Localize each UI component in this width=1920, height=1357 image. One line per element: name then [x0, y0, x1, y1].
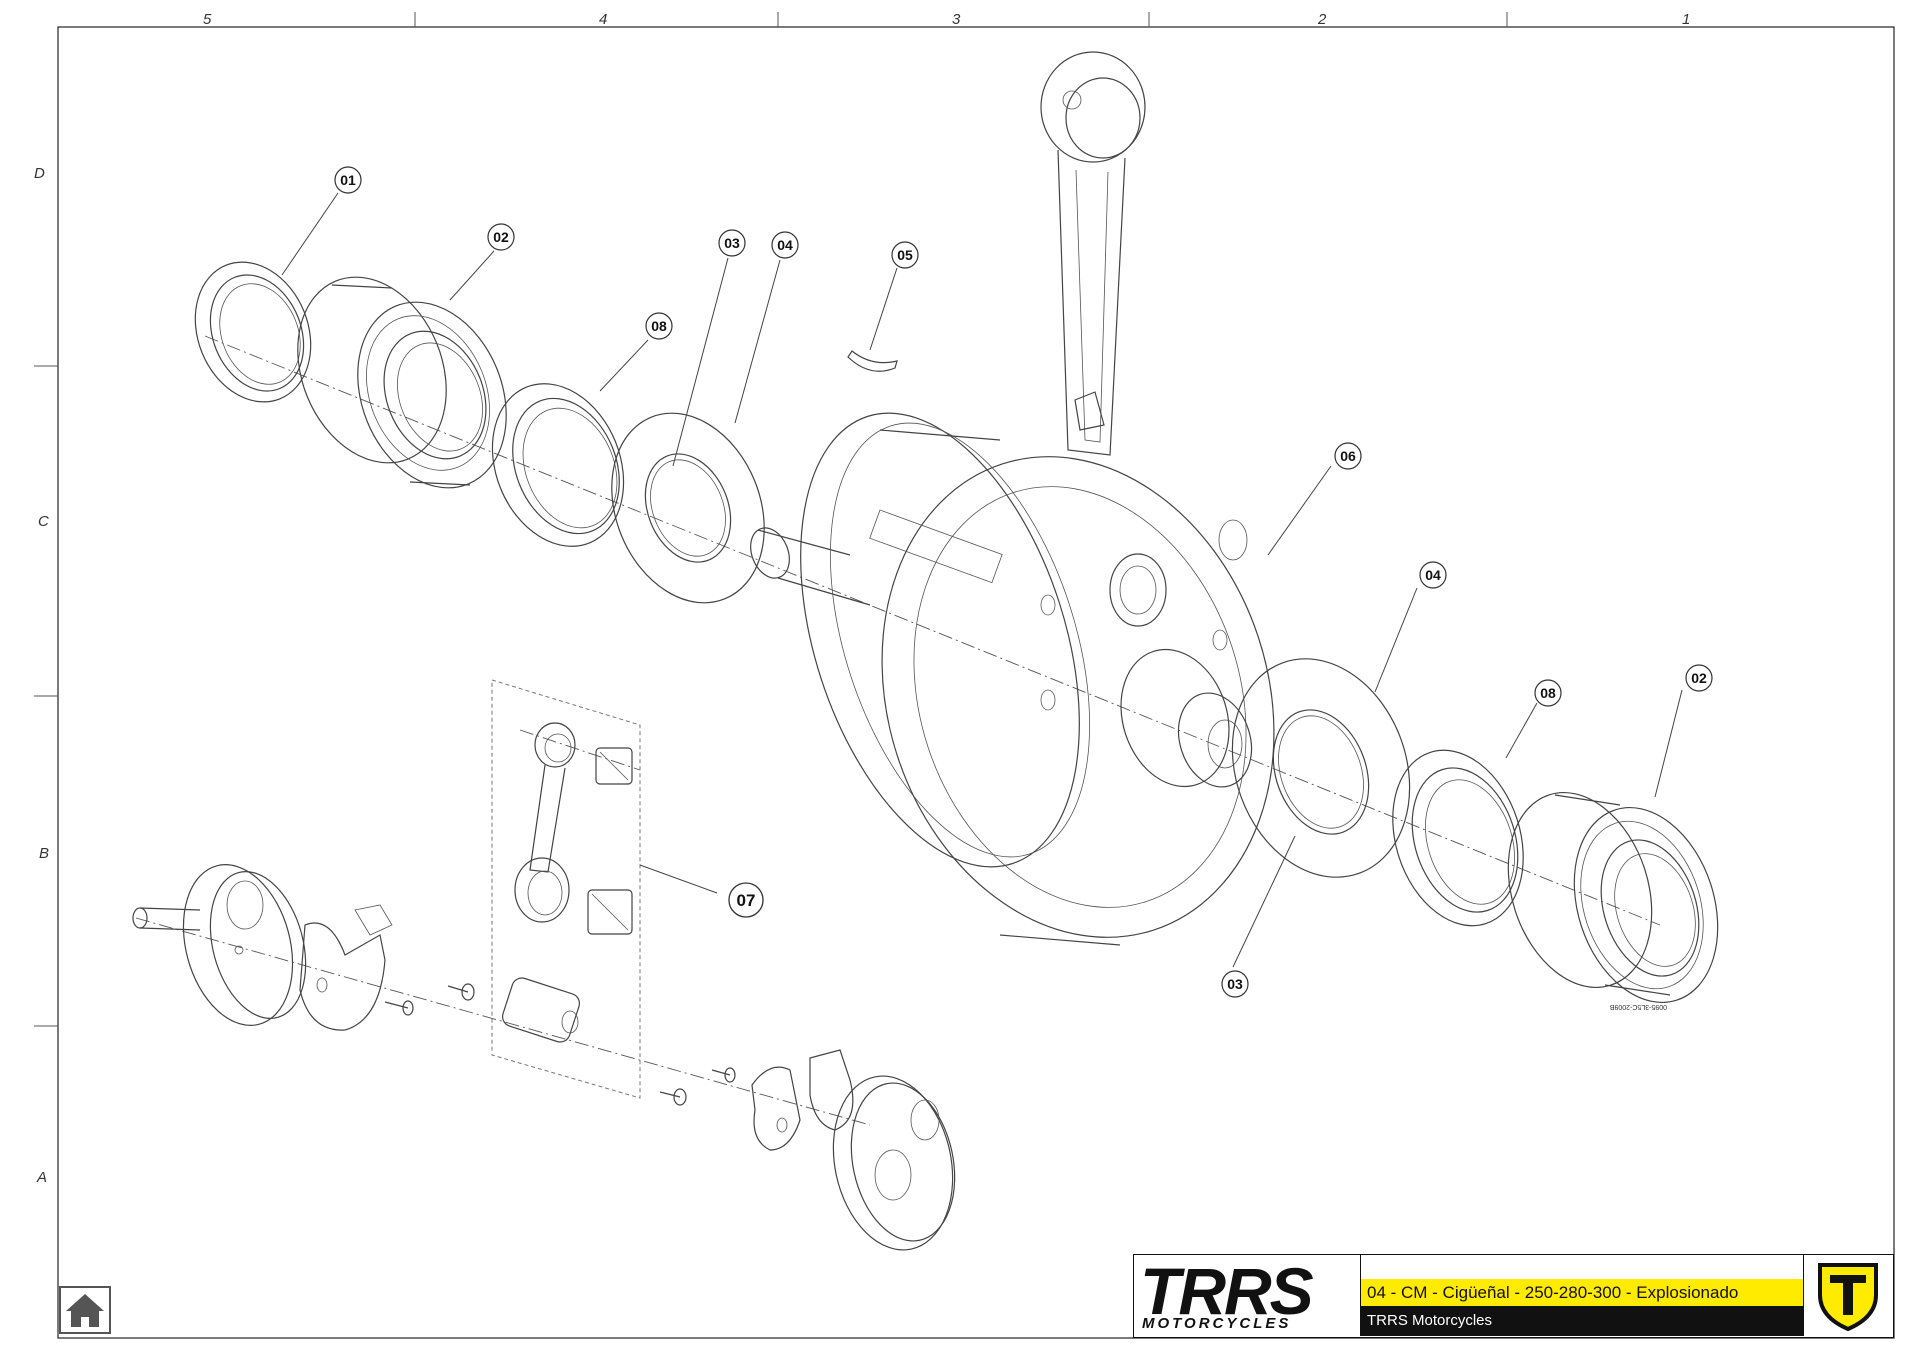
row-label-B: B	[39, 845, 49, 862]
row-label-D: D	[34, 165, 45, 182]
row-ticks	[34, 365, 58, 1027]
main-axis-line	[204, 335, 1661, 926]
svg-text:01: 01	[340, 172, 356, 188]
sub-axis-line	[135, 917, 871, 1126]
part-06-crankshaft	[750, 51, 1275, 946]
svg-text:04: 04	[1425, 567, 1441, 583]
svg-text:08: 08	[651, 318, 667, 334]
column-label-5: 5	[203, 11, 212, 28]
part-03-washer-left	[644, 453, 732, 563]
trrs-logo: TRRS MOTORCYCLES	[1134, 1255, 1361, 1336]
part-07-conrod-kit	[491, 679, 641, 1099]
svg-text:08: 08	[1540, 685, 1556, 701]
exploded-right-crank-half	[659, 1049, 956, 1251]
column-ticks	[414, 12, 1508, 27]
row-label-C: C	[38, 513, 49, 530]
callout-03-left: 03	[718, 229, 746, 257]
callout-04-left: 04	[771, 231, 799, 259]
callout-05: 05	[891, 241, 919, 269]
svg-text:06: 06	[1340, 448, 1356, 464]
svg-text:03: 03	[724, 235, 740, 251]
home-button[interactable]	[59, 1286, 111, 1334]
callout-08-right: 08	[1534, 679, 1562, 707]
part-08-seal-left	[491, 383, 625, 547]
callout-08-left: 08	[645, 312, 673, 340]
trrs-logo-subtitle: MOTORCYCLES	[1142, 1315, 1292, 1332]
callout-01: 01	[334, 166, 362, 194]
home-icon	[66, 1294, 104, 1327]
svg-text:03: 03	[1227, 976, 1243, 992]
svg-text:07: 07	[737, 891, 756, 910]
drawing-border	[57, 26, 1895, 1339]
column-label-1: 1	[1682, 11, 1690, 28]
callout-leaders	[281, 192, 1683, 968]
bearing-marking-text: 0095-3L5C-2009B	[1609, 1003, 1667, 1010]
callout-04-right: 04	[1419, 561, 1447, 589]
conrod-axis-line	[519, 729, 641, 771]
callout-03-right: 03	[1221, 970, 1249, 998]
column-label-3: 3	[952, 11, 961, 28]
part-02-bearing-left	[297, 276, 507, 489]
row-label-A: A	[36, 1169, 47, 1186]
title-block: TRRS MOTORCYCLES 04 - CM - Cigüeñal - 25…	[1133, 1254, 1894, 1338]
trrs-logo-wordmark: TRRS	[1140, 1254, 1314, 1328]
column-label-2: 2	[1317, 11, 1327, 28]
svg-text:05: 05	[897, 247, 913, 263]
part-05-woodruff-key	[847, 350, 898, 372]
part-08-seal-right	[1392, 749, 1524, 927]
column-label-4: 4	[599, 11, 607, 28]
exploded-left-crank-half	[132, 864, 475, 1031]
part-02-bearing-right: 0095-3L5C-2009B	[1507, 792, 1719, 1010]
trrs-shield-icon	[1803, 1255, 1892, 1336]
callout-06: 06	[1334, 442, 1362, 470]
svg-text:02: 02	[493, 229, 509, 245]
part-01-oil-seal	[194, 261, 312, 403]
svg-text:04: 04	[777, 237, 793, 253]
part-04-shim-right	[1231, 658, 1411, 878]
drawing-title: 04 - CM - Cigüeñal - 250-280-300 - Explo…	[1361, 1279, 1803, 1306]
callout-02-left: 02	[487, 223, 515, 251]
svg-text:02: 02	[1691, 670, 1707, 686]
callout-02-right: 02	[1685, 664, 1713, 692]
part-03-washer-right	[1272, 709, 1370, 835]
part-04-shim-left	[611, 412, 765, 604]
company-name: TRRS Motorcycles	[1361, 1306, 1803, 1336]
callout-07: 07	[728, 882, 764, 918]
